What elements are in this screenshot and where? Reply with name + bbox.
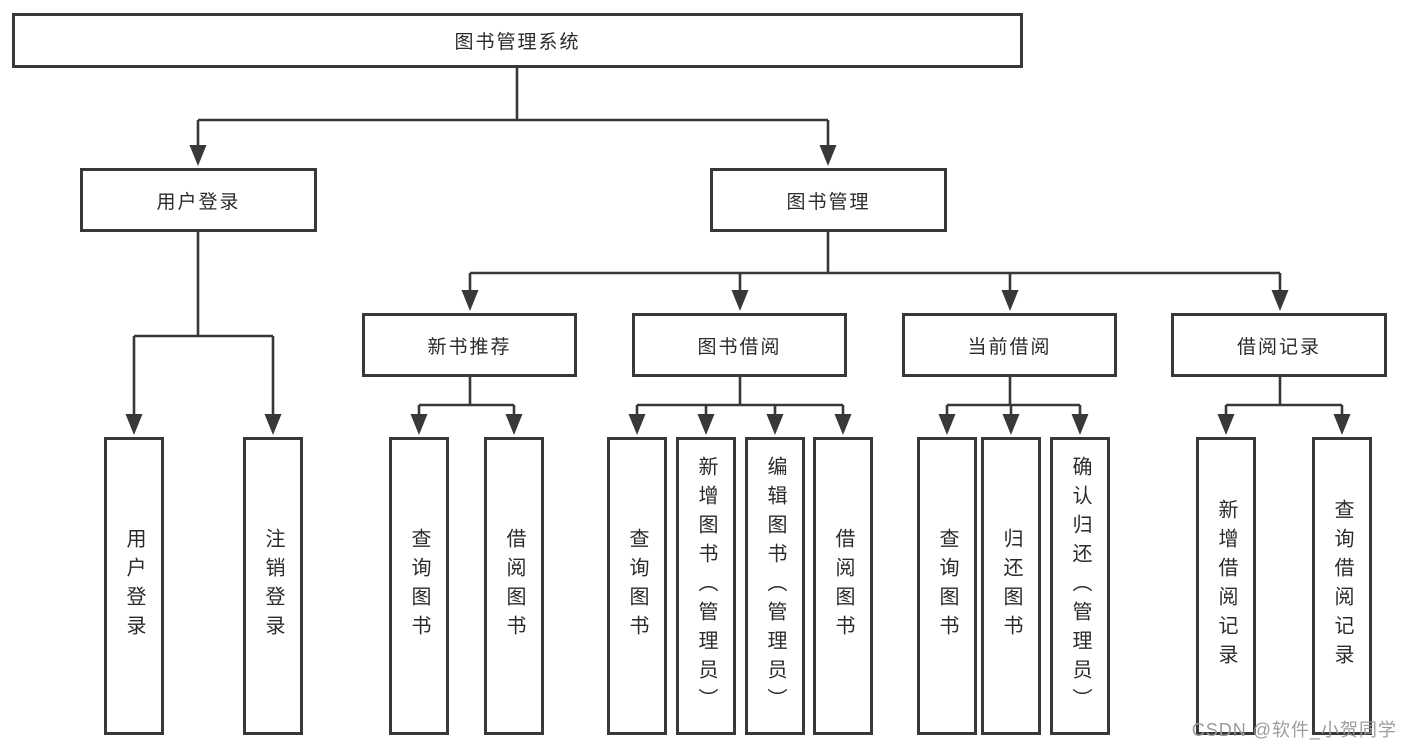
node-book-management-label: 图书管理 xyxy=(786,191,871,213)
arrow-down-icon xyxy=(938,414,956,435)
arrow-down-icon xyxy=(834,414,852,435)
leaf-edit-book-admin-label: 编辑图书（管理员） xyxy=(764,455,786,717)
leaf-recommend-borrow-books: 借阅图书 xyxy=(484,437,544,735)
leaf-return-books: 归还图书 xyxy=(981,437,1041,735)
arrow-down-icon xyxy=(1271,290,1289,311)
leaf-recommend-borrow-books-label: 借阅图书 xyxy=(503,528,525,644)
arrow-down-icon xyxy=(410,414,428,435)
node-library-system-label: 图书管理系统 xyxy=(454,32,581,53)
node-book-borrowing: 图书借阅 xyxy=(632,313,847,377)
leaf-user-login: 用户登录 xyxy=(104,437,164,735)
arrow-down-icon xyxy=(461,290,479,311)
leaf-borrow-query-books-label: 查询图书 xyxy=(626,528,648,644)
leaf-add-borrow-record-label: 新增借阅记录 xyxy=(1215,499,1237,673)
node-current-borrowing-label: 当前借阅 xyxy=(967,336,1052,358)
leaf-logout-label: 注销登录 xyxy=(262,528,284,644)
arrow-down-icon xyxy=(125,414,143,435)
leaf-return-books-label: 归还图书 xyxy=(1000,528,1022,644)
node-book-management: 图书管理 xyxy=(710,168,947,232)
node-new-book-recommend-label: 新书推荐 xyxy=(427,336,512,358)
leaf-recommend-query-books: 查询图书 xyxy=(389,437,449,735)
node-borrowing-records: 借阅记录 xyxy=(1171,313,1387,377)
leaf-confirm-return-admin: 确认归还（管理员） xyxy=(1050,437,1110,735)
leaf-query-borrow-record-label: 查询借阅记录 xyxy=(1331,499,1353,673)
leaf-recommend-query-books-label: 查询图书 xyxy=(408,528,430,644)
arrow-down-icon xyxy=(731,290,749,311)
node-user-login: 用户登录 xyxy=(80,168,317,232)
leaf-edit-book-admin: 编辑图书（管理员） xyxy=(745,437,805,735)
node-user-login-label: 用户登录 xyxy=(156,191,241,213)
arrow-down-icon xyxy=(1333,414,1351,435)
arrow-down-icon xyxy=(766,414,784,435)
arrow-down-icon xyxy=(1217,414,1235,435)
leaf-confirm-return-admin-label: 确认归还（管理员） xyxy=(1069,455,1091,717)
leaf-user-login-label: 用户登录 xyxy=(123,528,145,644)
arrow-down-icon xyxy=(1071,414,1089,435)
leaf-borrow-query-books: 查询图书 xyxy=(607,437,667,735)
node-new-book-recommend: 新书推荐 xyxy=(362,313,577,377)
arrow-down-icon xyxy=(819,145,837,166)
leaf-current-query-books-label: 查询图书 xyxy=(936,528,958,644)
arrow-down-icon xyxy=(505,414,523,435)
arrow-down-icon xyxy=(1002,414,1020,435)
arrow-down-icon xyxy=(628,414,646,435)
leaf-query-borrow-record: 查询借阅记录 xyxy=(1312,437,1372,735)
leaf-add-book-admin-label: 新增图书（管理员） xyxy=(695,455,717,717)
csdn-watermark: CSDN @软件_小贺同学 xyxy=(1191,720,1397,740)
leaf-current-query-books: 查询图书 xyxy=(917,437,977,735)
leaf-logout: 注销登录 xyxy=(243,437,303,735)
node-borrowing-records-label: 借阅记录 xyxy=(1236,336,1321,358)
arrow-down-icon xyxy=(1001,290,1019,311)
leaf-add-book-admin: 新增图书（管理员） xyxy=(676,437,736,735)
node-current-borrowing: 当前借阅 xyxy=(902,313,1117,377)
arrow-down-icon xyxy=(189,145,207,166)
leaf-borrow-books-label: 借阅图书 xyxy=(832,528,854,644)
node-library-system: 图书管理系统 xyxy=(12,13,1023,68)
node-book-borrowing-label: 图书借阅 xyxy=(697,336,782,358)
leaf-borrow-books: 借阅图书 xyxy=(813,437,873,735)
arrow-down-icon xyxy=(264,414,282,435)
leaf-add-borrow-record: 新增借阅记录 xyxy=(1196,437,1256,735)
arrow-down-icon xyxy=(697,414,715,435)
